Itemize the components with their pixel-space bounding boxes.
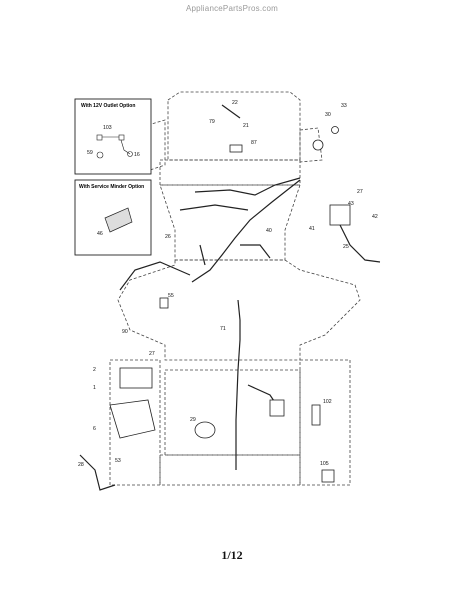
main-harness-wire [191,179,301,283]
dash-outline [159,159,301,186]
hood-outline [167,91,301,161]
callout-105: 105 [320,461,329,467]
callout-27-bottom: 27 [149,351,155,357]
socket-component [331,126,339,134]
callout-102: 102 [323,399,332,405]
watermark: AppliancePartsPros.com [186,4,278,13]
callout-16: 16 [134,152,140,158]
callout-2: 2 [93,367,96,373]
fender-right-outline [299,127,323,163]
solenoid-component [329,204,351,226]
minder-inset-box: With Service Minder Option [74,179,152,256]
callout-41: 41 [309,226,315,232]
outlet-inset-title: With 12V Outlet Option [81,103,135,109]
callout-59: 59 [87,150,93,156]
fender-left-outline [147,119,166,171]
callout-25: 25 [343,244,349,250]
ignition-component [194,421,216,439]
switch-component [229,144,243,153]
battery-component [119,367,153,389]
plug-component [321,469,335,483]
battery-box-component [109,399,156,439]
callout-21: 21 [243,123,249,129]
headlight-component [312,139,324,151]
connector-component [159,297,169,309]
page-number: 1/12 [221,548,243,562]
outlet-inset-box: With 12V Outlet Option [74,98,152,175]
callout-103: 103 [103,125,112,131]
callout-46: 46 [97,231,103,237]
callout-90: 90 [122,329,128,335]
callout-6: 6 [93,426,96,432]
callout-43: 43 [348,201,354,207]
callout-55: 55 [168,293,174,299]
minder-inset-title: With Service Minder Option [79,184,144,190]
callout-53: 53 [115,458,121,464]
callout-26: 26 [165,234,171,240]
callout-27-top: 27 [357,189,363,195]
callout-71: 71 [220,326,226,332]
callout-87: 87 [251,140,257,146]
callout-30: 30 [325,112,331,118]
rear-right-wheel-outline [299,359,351,486]
rear-center-outline [159,454,301,486]
relay-component [269,399,285,417]
callout-40: 40 [266,228,272,234]
callout-79: 79 [209,119,215,125]
center-harness-wire [235,299,241,470]
callout-1: 1 [93,385,96,391]
callout-33: 33 [341,103,347,109]
fuse-component [311,404,321,426]
callout-28: 28 [78,462,84,468]
callout-22: 22 [232,100,238,106]
callout-29: 29 [190,417,196,423]
callout-42: 42 [372,214,378,220]
